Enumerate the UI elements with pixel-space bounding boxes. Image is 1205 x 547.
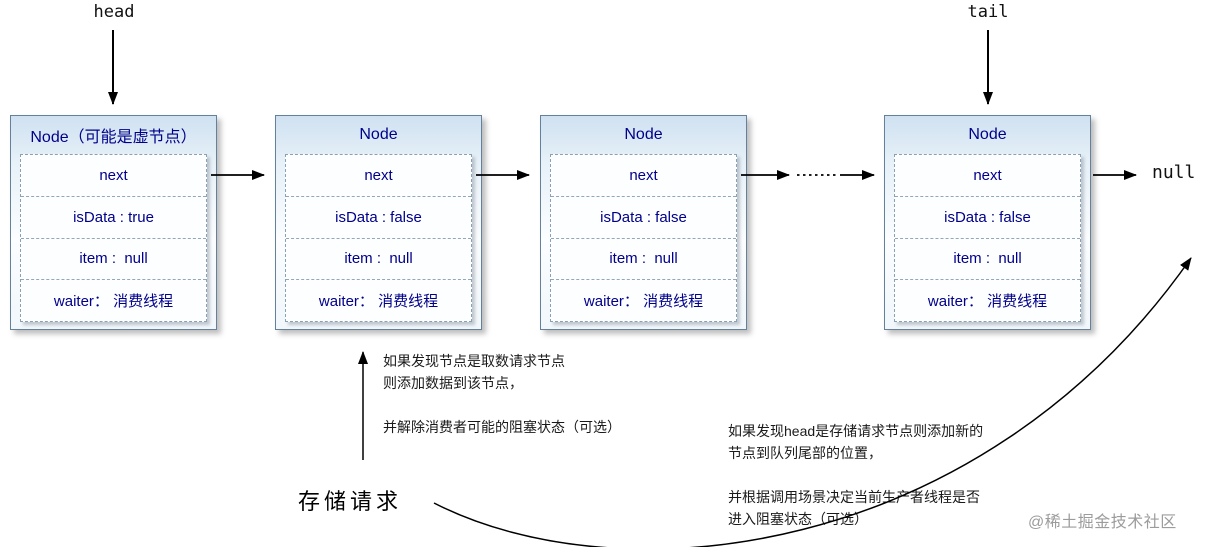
null-terminator-label: null	[1152, 162, 1196, 183]
field-isdata: isData : false	[286, 197, 471, 239]
field-next: next	[286, 155, 471, 197]
node-title: Node（可能是虚节点）	[30, 129, 197, 146]
watermark: @稀土掘金技术社区	[1028, 514, 1177, 531]
node-card-2: Node next isData : false item : null wai…	[275, 115, 482, 330]
field-item: item : null	[895, 239, 1080, 281]
field-item: item : null	[551, 239, 736, 281]
field-isdata: isData : false	[895, 197, 1080, 239]
field-item: item : null	[21, 239, 206, 281]
field-waiter: waiter： 消费线程	[53, 293, 174, 311]
store-request-label: 存储请求	[298, 489, 403, 514]
node-fields: next isData : true item : null waiter： 消…	[20, 154, 207, 322]
node-card-tail: Node next isData : false item : null wai…	[884, 115, 1091, 330]
head-pointer-label: head	[93, 2, 135, 22]
node-card-head: Node（可能是虚节点） next isData : true item : n…	[10, 115, 217, 330]
field-next: next	[21, 155, 206, 197]
field-next: next	[551, 155, 736, 197]
field-item: item : null	[286, 239, 471, 281]
node-title: Node	[624, 126, 663, 143]
take-request-annotation: 如果发现节点是取数请求节点 则添加数据到该节点， 并解除消费者可能的阻塞状态（可…	[383, 353, 621, 435]
field-isdata: isData : false	[551, 197, 736, 239]
node-fields: next isData : false item : null waiter： …	[550, 154, 737, 322]
field-waiter: waiter： 消费线程	[583, 293, 704, 311]
field-next: next	[895, 155, 1080, 197]
node-title: Node	[359, 126, 398, 143]
field-waiter: waiter： 消费线程	[318, 293, 439, 311]
store-request-annotation: 如果发现head是存储请求节点则添加新的 节点到队列尾部的位置， 并根据调用场景…	[728, 423, 984, 527]
node-fields: next isData : false item : null waiter： …	[285, 154, 472, 322]
node-card-3: Node next isData : false item : null wai…	[540, 115, 747, 330]
tail-pointer-label: tail	[967, 2, 1009, 22]
field-isdata: isData : true	[21, 197, 206, 239]
node-title: Node	[968, 126, 1007, 143]
node-fields: next isData : false item : null waiter： …	[894, 154, 1081, 322]
field-waiter: waiter： 消费线程	[927, 293, 1048, 311]
